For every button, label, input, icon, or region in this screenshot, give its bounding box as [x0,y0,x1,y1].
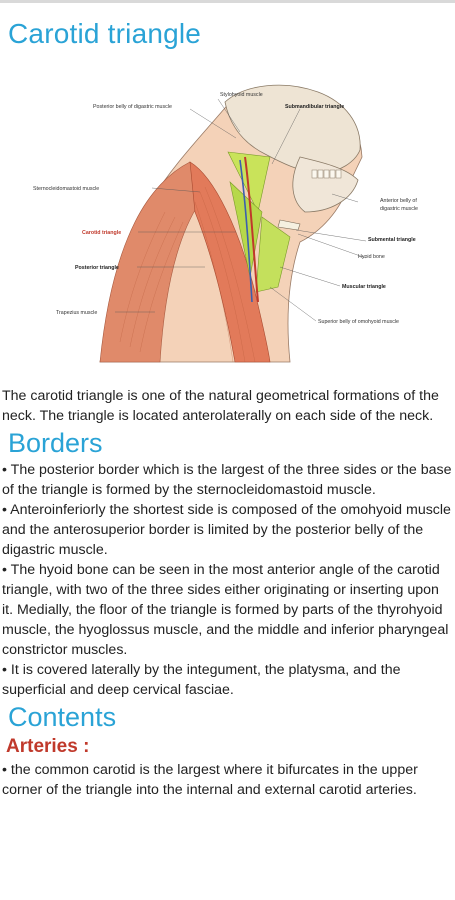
borders-item: • It is covered laterally by the integum… [2,662,401,698]
article-content: The carotid triangle is one of the natur… [0,386,452,800]
arteries-item: • the common carotid is the largest wher… [2,762,418,798]
sternocleidomastoid-shape [189,161,271,363]
anatomy-figure: Stylohyoid muscle Posterior belly of dig… [0,62,455,380]
label-submental: Submental triangle [368,237,416,243]
page-title: Carotid triangle [8,18,202,49]
borders-item: • The posterior border which is the larg… [2,462,452,498]
borders-heading: Borders [8,428,103,458]
neck-illustration: Stylohyoid muscle Posterior belly of dig… [33,84,418,363]
label-carotid-triangle: Carotid triangle [82,230,121,236]
arteries-heading: Arteries : [6,736,90,757]
contents-heading: Contents [8,702,117,732]
label-anterior-belly-2: digastric muscle [380,206,418,212]
borders-item: • The hyoid bone can be seen in the most… [2,562,449,658]
borders-item: • Anteroinferiorly the shortest side is … [2,502,451,558]
label-stylohyoid: Stylohyoid muscle [220,92,263,98]
label-hyoid: Hyoid bone [358,254,385,260]
label-sternocleidomastoid: Sternocleidomastoid muscle [33,186,99,192]
hyoid-bone-shape [277,219,301,231]
label-submandibular: Submandibular triangle [285,104,344,110]
label-muscular-triangle: Muscular triangle [342,284,386,290]
top-divider [0,0,455,3]
mandible-shape [292,156,359,213]
label-superior-belly: Superior belly of omohyoid muscle [318,319,399,325]
label-posterior-triangle: Posterior triangle [75,265,119,271]
label-posterior-belly: Posterior belly of digastric muscle [93,104,172,110]
intro-paragraph: The carotid triangle is one of the natur… [2,388,439,424]
jugular-vein-shape [239,159,253,303]
label-trapezius: Trapezius muscle [56,310,97,316]
carotid-artery-shape [244,156,259,303]
skull-shape [224,84,361,175]
muscular-triangle-shape [255,216,291,293]
label-anterior-belly: Anterior belly of [380,198,417,204]
